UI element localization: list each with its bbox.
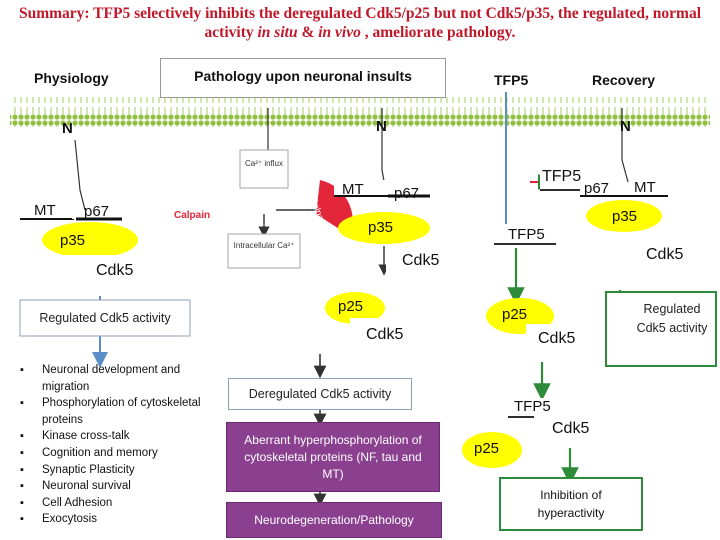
rec-p25-low-blob — [462, 432, 522, 468]
path-mt-bg — [334, 180, 390, 196]
phys-p35: p35 — [60, 232, 86, 249]
rec-p25-low: p25 — [474, 440, 500, 457]
rec-cdk5-box — [620, 238, 696, 272]
function-item: Cell Adhesion — [16, 495, 206, 512]
rec-tfp5-low: TFP5 — [514, 398, 551, 415]
header-physiology: Physiology — [34, 70, 109, 86]
rec-inhibition-label: Inhibition of hyperactivity — [537, 488, 605, 520]
function-item: Neuronal development and migration — [16, 362, 206, 395]
path-cdk5-b: Cdk5 — [366, 326, 404, 343]
path-p25: p25 — [338, 298, 364, 315]
cell-membrane — [10, 97, 710, 127]
rec-mt: MT — [634, 179, 656, 196]
function-item: Neuronal survival — [16, 478, 206, 495]
rec-tfp5-top: TFP5 — [542, 168, 582, 185]
rec-tfp5-mid-bg — [492, 224, 560, 246]
rec-p35-blob — [586, 200, 662, 232]
phys-p35-blob — [42, 222, 138, 258]
nucleus-label-2: N — [376, 118, 387, 135]
path-cdk5-box — [386, 246, 454, 280]
phys-cdk5: Cdk5 — [96, 262, 134, 279]
rec-cdk5-c: Cdk5 — [552, 420, 590, 437]
rec-p67-bg — [580, 178, 626, 196]
path-p35: p35 — [368, 219, 394, 236]
rec-membrane-line — [621, 108, 629, 183]
title-text: Summary: TFP5 selectively inhibits the d… — [18, 5, 702, 41]
calpain-label: Calpain — [174, 210, 211, 221]
deregulated-box: Deregulated Cdk5 activity — [228, 378, 412, 410]
rec-cdk5-b-box — [526, 324, 600, 358]
function-item: Cognition and memory — [16, 445, 206, 462]
phys-mt-bg — [20, 205, 74, 219]
header-tfp5: TFP5 — [494, 72, 529, 88]
rec-p67: p67 — [584, 180, 610, 197]
header-recovery: Recovery — [592, 72, 656, 88]
path-p67: p67 — [394, 185, 420, 202]
title-in-situ: in situ — [257, 24, 298, 41]
rec-regulated-note: Regulated Cdk5 activity — [636, 302, 708, 335]
aberrant-label: Aberrant hyperphosphorylation of cytoske… — [244, 432, 422, 481]
phys-activity-box — [19, 299, 191, 337]
title-amp: & — [297, 24, 319, 41]
phys-cdk5-box — [58, 255, 168, 289]
ca-influx-label: Ca²⁺ influx — [244, 159, 283, 168]
rec-inhibition-box — [499, 477, 643, 531]
title-suffix: , ameliorate pathology. — [360, 24, 516, 41]
rec-regulated-box — [605, 291, 717, 367]
nucleus-label-1: N — [62, 120, 73, 137]
ca-influx-box — [239, 149, 289, 189]
intracellular-ca-box — [227, 233, 301, 269]
path-p35-blob — [338, 212, 430, 244]
rec-cdk5-b: Cdk5 — [538, 330, 576, 347]
rec-tfp5-mid: TFP5 — [508, 226, 545, 243]
header-pathology: Pathology upon neuronal insults — [160, 58, 446, 98]
page-title: Summary: TFP5 selectively inhibits the d… — [10, 4, 710, 42]
aberrant-box: Aberrant hyperphosphorylation of cytoske… — [226, 422, 440, 492]
rec-p25: p25 — [502, 306, 528, 323]
phys-mt: MT — [34, 202, 56, 219]
function-item: Phosphorylation of cytoskeletal proteins — [16, 395, 206, 428]
path-p25-blob — [325, 292, 385, 324]
rec-cdk5-c-box — [534, 412, 608, 446]
phys-activity-label: Regulated Cdk5 activity — [39, 311, 171, 325]
path-mt: MT — [342, 181, 364, 198]
neurodegeneration-box: Neurodegeneration/Pathology — [226, 502, 442, 538]
title-in-vivo: in vivo — [318, 24, 361, 41]
function-item: Kinase cross-talk — [16, 428, 206, 445]
function-item: Exocytosis — [16, 511, 206, 528]
path-cdk5: Cdk5 — [402, 252, 440, 269]
path-cdk5-b-box — [350, 318, 430, 352]
intracellular-ca-label: Intracellular Ca²⁺ — [233, 241, 295, 250]
nucleus-label-3: N — [620, 118, 631, 135]
phys-functions-list: Neuronal development and migrationPhosph… — [16, 362, 206, 528]
function-item: Synaptic Plasticity — [16, 462, 206, 479]
phys-membrane-stem — [74, 139, 86, 211]
rec-cdk5: Cdk5 — [646, 246, 684, 263]
phys-p67: p67 — [84, 203, 110, 220]
rec-p35: p35 — [612, 208, 638, 225]
